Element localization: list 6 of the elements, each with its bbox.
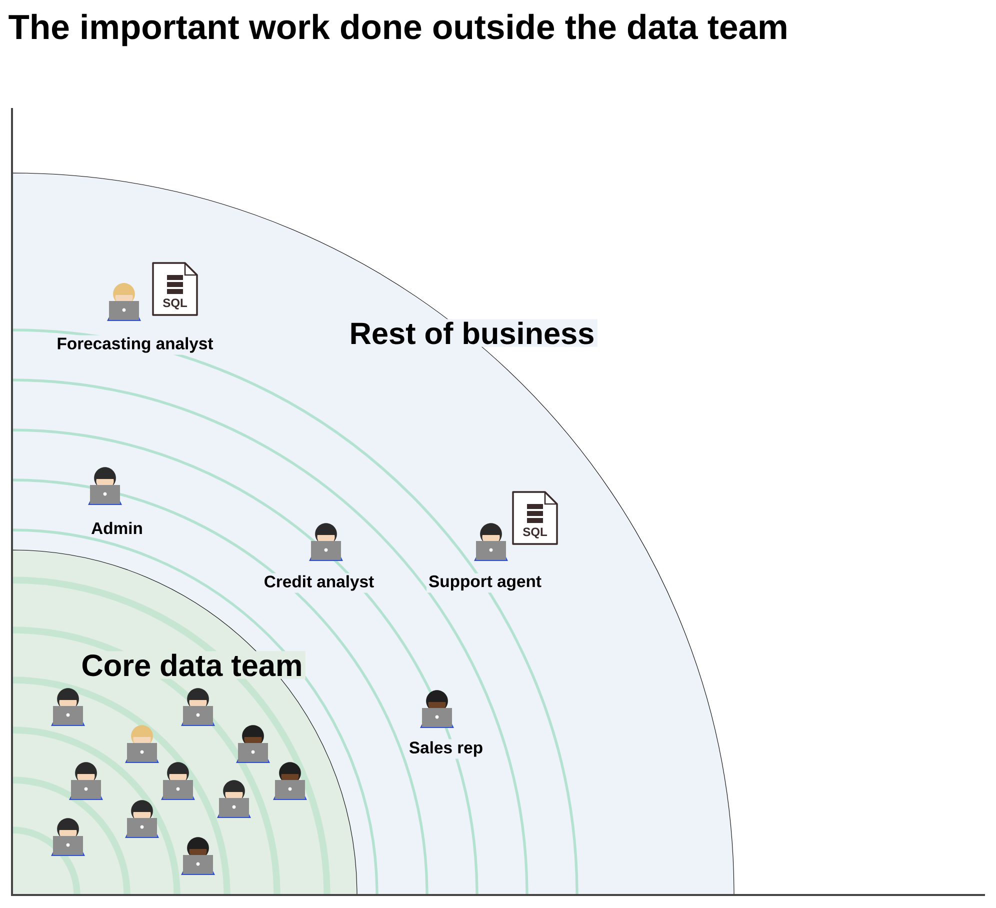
person-label: Admin	[89, 520, 145, 536]
title: The important work done outside the data team	[8, 14, 786, 46]
person-label: Forecasting analyst	[54, 335, 216, 355]
person-label: Credit analyst	[262, 573, 376, 593]
person-label: Sales rep	[406, 739, 486, 759]
person-label: Support agent	[426, 573, 544, 593]
